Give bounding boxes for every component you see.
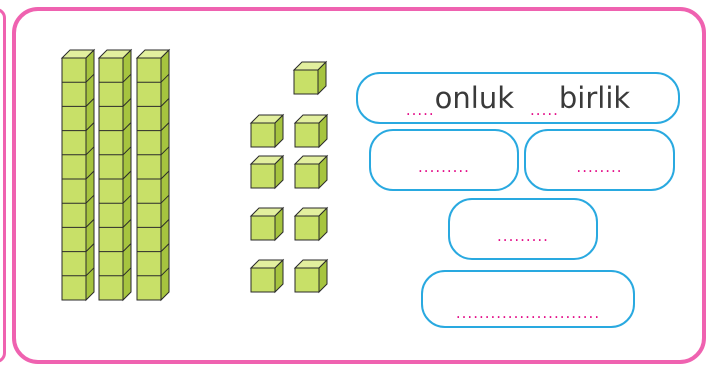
tens-blank[interactable]: ..... — [405, 100, 435, 119]
left-blank[interactable]: ......... — [418, 157, 470, 176]
unit-cube — [294, 114, 328, 148]
unit-cube — [250, 155, 284, 189]
middle-answer-box[interactable]: ......... — [448, 198, 598, 260]
bottom-answer-box[interactable]: ......................... — [421, 270, 635, 328]
unit-cube — [294, 207, 328, 241]
ten-rod — [136, 49, 170, 301]
left-answer-box[interactable]: ......... — [369, 129, 519, 191]
unit-cube — [294, 155, 328, 189]
right-answer-box[interactable]: ........ — [524, 129, 675, 191]
ten-rod — [61, 49, 95, 301]
ones-label: birlik — [558, 80, 631, 115]
ones-blank[interactable]: ..... — [530, 100, 559, 119]
ten-rod — [98, 49, 132, 301]
bottom-blank[interactable]: ......................... — [455, 303, 601, 322]
unit-cube — [293, 61, 327, 95]
right-blank[interactable]: ........ — [576, 157, 623, 176]
unit-cube — [250, 259, 284, 293]
unit-cube — [250, 114, 284, 148]
tens-ones-answer-box[interactable]: ..... onluk ..... birlik — [356, 72, 680, 124]
unit-cube — [294, 259, 328, 293]
middle-blank[interactable]: ......... — [497, 226, 549, 245]
unit-cube — [250, 207, 284, 241]
tens-label: onluk — [434, 80, 515, 115]
